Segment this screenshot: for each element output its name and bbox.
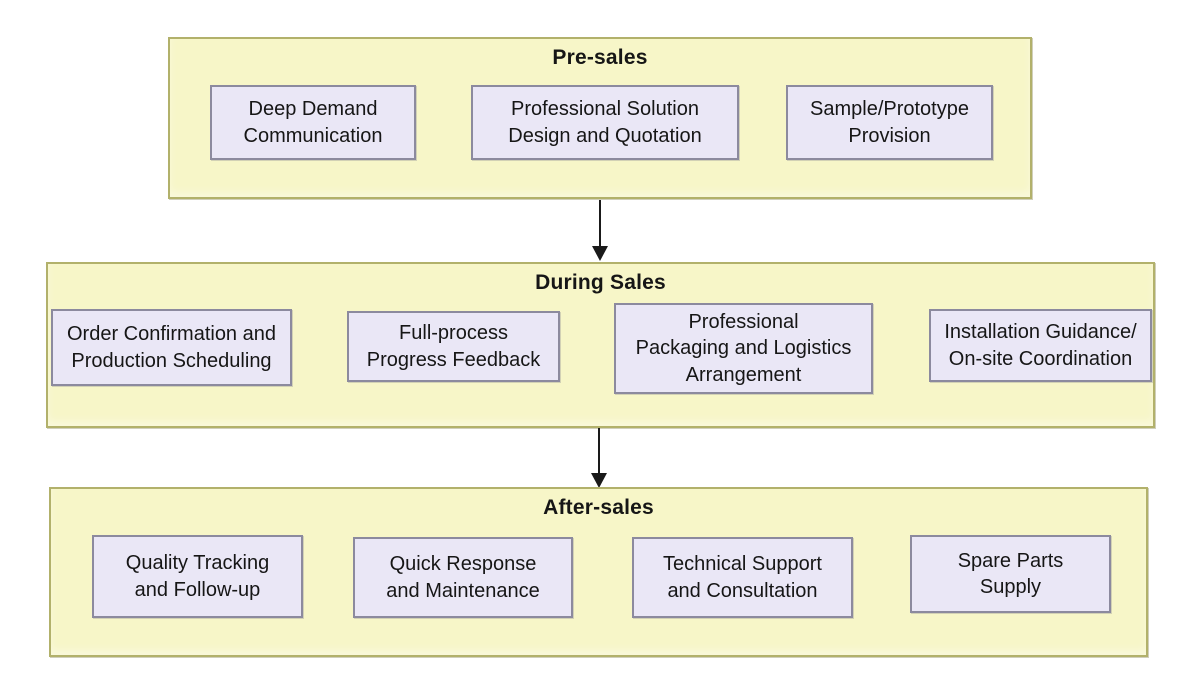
flow-arrow-during-to-after xyxy=(591,428,607,488)
node-professional-solution-design-and-quotation: Professional Solution Design and Quotati… xyxy=(471,85,739,160)
node-technical-support-and-consultation: Technical Support and Consultation xyxy=(632,537,853,618)
stage-title-pre-sales: Pre-sales xyxy=(552,46,648,69)
flow-arrow-pre-to-during xyxy=(592,200,608,261)
node-quick-response-and-maintenance: Quick Response and Maintenance xyxy=(353,537,573,618)
node-order-confirmation-and-production-scheduling: Order Confirmation and Production Schedu… xyxy=(51,309,292,386)
node-quality-tracking-and-follow-up: Quality Tracking and Follow-up xyxy=(92,535,303,618)
stage-pre-sales: Pre-sales Deep Demand Communication Prof… xyxy=(168,37,1032,199)
arrow-line xyxy=(598,428,600,473)
node-full-process-progress-feedback: Full-process Progress Feedback xyxy=(347,311,560,382)
arrowhead-down-icon xyxy=(591,473,607,488)
arrow-line xyxy=(599,200,601,246)
node-deep-demand-communication: Deep Demand Communication xyxy=(210,85,416,160)
stage-during-sales: During Sales Order Confirmation and Prod… xyxy=(46,262,1155,428)
node-professional-packaging-and-logistics-arrangement: Professional Packaging and Logistics Arr… xyxy=(614,303,873,394)
node-spare-parts-supply: Spare Parts Supply xyxy=(910,535,1111,613)
stage-title-during-sales: During Sales xyxy=(535,271,666,294)
stage-after-sales: After-sales Quality Tracking and Follow-… xyxy=(49,487,1148,657)
arrowhead-down-icon xyxy=(592,246,608,261)
node-sample-prototype-provision: Sample/Prototype Provision xyxy=(786,85,993,160)
node-installation-guidance-on-site-coordination: Installation Guidance/ On-site Coordinat… xyxy=(929,309,1152,382)
stage-title-after-sales: After-sales xyxy=(543,496,654,519)
